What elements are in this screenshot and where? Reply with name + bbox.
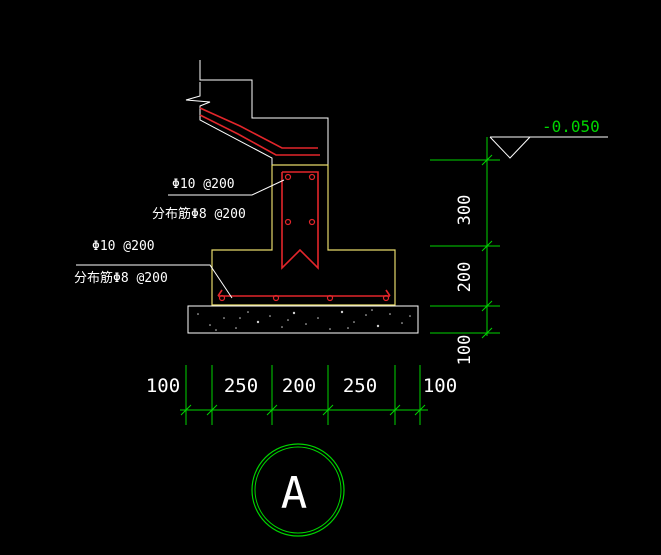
hdim-tick xyxy=(180,404,192,416)
rebar-dot xyxy=(382,294,390,302)
vdim-label-200: 200 xyxy=(455,262,475,293)
lower-main-rebar-label: Φ10 @200 xyxy=(92,239,155,254)
stair-rebar-bottom xyxy=(199,114,320,156)
stair-upper-edge xyxy=(199,60,329,165)
hdim-tick xyxy=(206,404,218,416)
axis-circle-outer xyxy=(251,443,345,537)
vdim-tick xyxy=(481,240,493,252)
axis-circle-inner xyxy=(254,446,342,534)
leader-lower xyxy=(76,264,233,299)
footing-bar-hook-left xyxy=(217,289,223,297)
stem-rebars xyxy=(217,171,391,297)
axis-label: A xyxy=(281,468,308,519)
footing-body xyxy=(211,164,396,306)
hdim-label-d3: 200 xyxy=(282,375,316,397)
rebar-annotations: Φ10 @200 分布筋Φ8 @200 Φ10 @200 分布筋Φ8 @200 xyxy=(74,177,246,286)
vertical-dim-labels: 300 200 100 xyxy=(455,195,475,366)
footing-bar-hook-right xyxy=(385,289,391,297)
hdim-tick xyxy=(266,404,278,416)
hdim-tick xyxy=(322,404,334,416)
rebar-dots xyxy=(218,173,390,302)
vdim-tick xyxy=(481,327,493,339)
hdim-label-d2: 250 xyxy=(224,375,258,397)
stair-lower-edge xyxy=(185,82,273,165)
elevation-label: -0.050 xyxy=(542,117,600,136)
rebar-dot xyxy=(218,294,226,302)
rebar-dot xyxy=(284,218,292,226)
rebar-dot xyxy=(272,294,280,302)
horizontal-dimension xyxy=(180,365,428,425)
axis-bubble: A xyxy=(251,443,345,537)
hdim-label-d1: 100 xyxy=(146,375,180,397)
hdim-tick xyxy=(414,404,426,416)
hdim-tick xyxy=(389,404,401,416)
leader-lines xyxy=(76,179,285,299)
cushion-outline xyxy=(187,305,419,334)
vdim-label-300: 300 xyxy=(455,195,475,226)
elevation-mark xyxy=(489,136,608,159)
horizontal-dim-labels: 100 250 200 250 100 xyxy=(146,375,457,397)
vdim-label-100: 100 xyxy=(455,335,475,366)
stair-outline xyxy=(185,60,329,165)
concrete-cushion xyxy=(187,305,419,334)
elevation-triangle xyxy=(489,136,531,159)
rebar-dot xyxy=(308,173,316,181)
rebar-dot xyxy=(326,294,334,302)
upper-main-rebar-label: Φ10 @200 xyxy=(172,177,235,192)
stair-rebars xyxy=(199,107,320,156)
cushion-hatch xyxy=(197,309,411,331)
hdim-label-d5: 100 xyxy=(423,375,457,397)
footing-outline xyxy=(211,164,396,306)
vdim-tick xyxy=(481,154,493,166)
rebar-dot xyxy=(284,173,292,181)
stair-rebar-top xyxy=(199,107,318,149)
vertical-dimension xyxy=(430,137,500,339)
hdim-label-d4: 250 xyxy=(343,375,377,397)
rebar-dot xyxy=(308,218,316,226)
leader-upper xyxy=(168,179,285,196)
lower-dist-rebar-label: 分布筋Φ8 @200 xyxy=(74,270,168,286)
stem-stirrup xyxy=(281,171,319,270)
vdim-tick xyxy=(481,300,493,312)
upper-dist-rebar-label: 分布筋Φ8 @200 xyxy=(152,206,246,222)
